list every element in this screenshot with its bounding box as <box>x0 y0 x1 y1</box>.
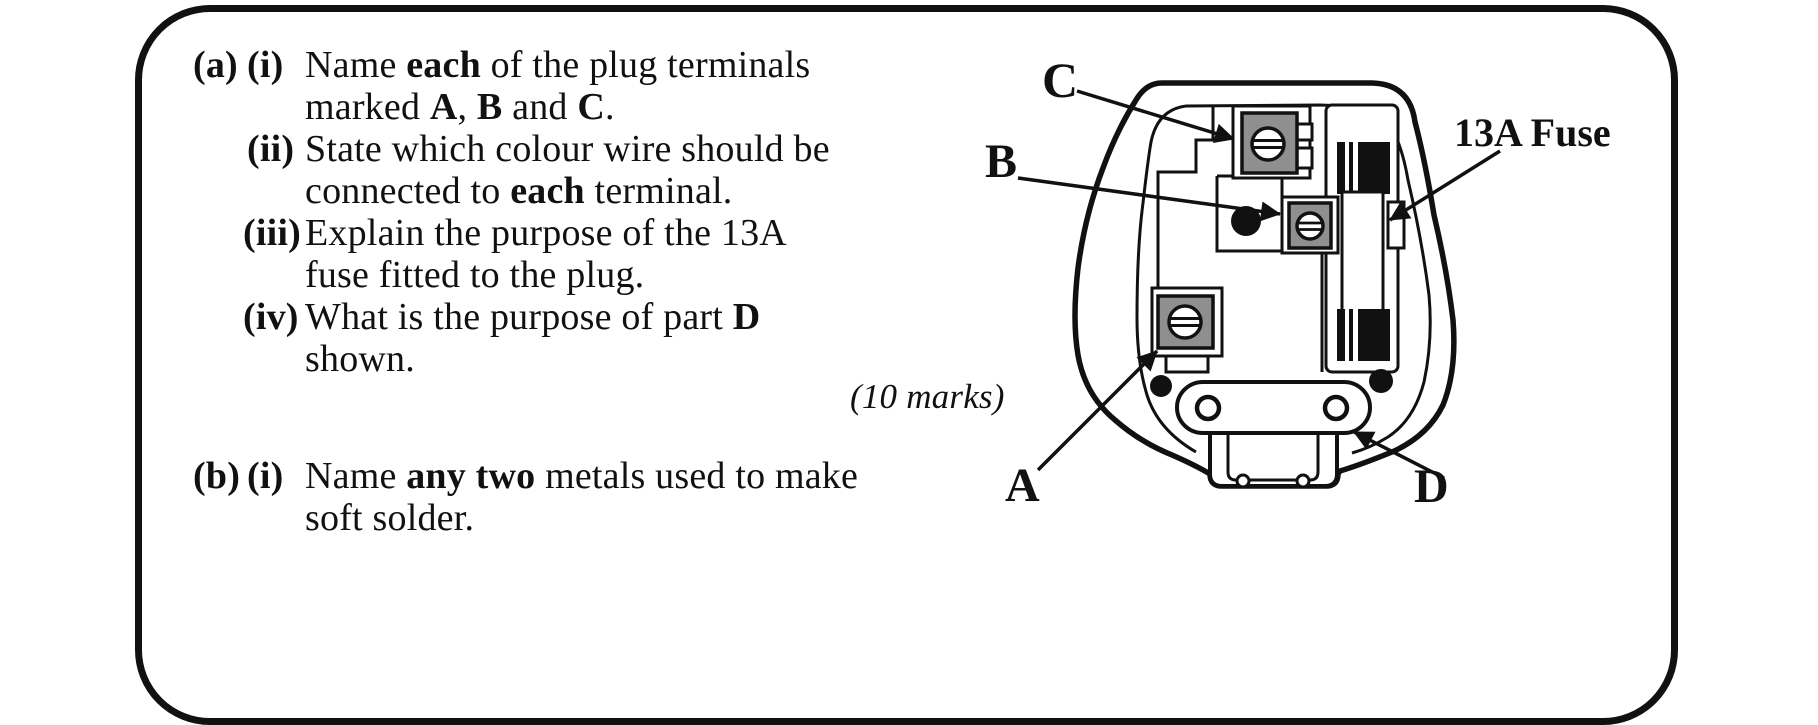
plug-diagram: C B A D 13A Fuse <box>985 52 1611 510</box>
arrow-part-d <box>1353 430 1445 480</box>
terminal-a-screw <box>1167 304 1203 340</box>
terminal-c-screw-slot <box>1252 139 1284 149</box>
label-part-d: D <box>1414 460 1449 510</box>
arrow-terminal-c <box>1076 89 1235 144</box>
fuse-cap-top <box>1337 142 1390 194</box>
question-a-i-num: (i) <box>247 44 284 86</box>
terminal-b-screw <box>1295 211 1325 241</box>
arrow-terminal-b <box>1017 176 1281 222</box>
question-a-iii-num: (iii) <box>243 212 301 254</box>
question-a-iv-line1: What is the purpose of part D <box>305 296 761 338</box>
case-screw-center <box>1231 206 1261 236</box>
exam-page: { "page": { "background": "#ffffff", "in… <box>135 5 1678 725</box>
label-terminal-b: B <box>985 135 1017 188</box>
question-a-ii-line2: connected to each terminal. <box>305 170 733 212</box>
question-a-iv-num: (iv) <box>243 296 299 338</box>
arrow-terminal-a <box>1036 349 1159 472</box>
question-b-i-line2: soft solder. <box>305 497 475 539</box>
case-screw-bottom-left <box>1150 375 1172 397</box>
terminal-c-tab-top <box>1295 122 1314 142</box>
terminal-a-subrect <box>1164 354 1210 374</box>
fuse-body <box>1340 190 1385 313</box>
cable-channel-bump-left <box>1235 473 1251 489</box>
fuse-holder-notch <box>1386 200 1406 250</box>
question-a-i-line2: marked A, B and C. <box>305 86 615 128</box>
cord-grip-hole-left <box>1194 394 1222 422</box>
fuse-cap-top-stripe1 <box>1345 142 1349 194</box>
fuse-cap-bottom-stripe2 <box>1353 309 1358 361</box>
cord-grip <box>1175 380 1372 435</box>
label-fuse: 13A Fuse <box>1454 110 1611 155</box>
case-screw-bottom-right <box>1369 369 1393 393</box>
cord-grip-hole-right <box>1322 394 1350 422</box>
label-terminal-a: A <box>1005 459 1040 510</box>
question-a-iii-line1: Explain the purpose of the 13A <box>305 212 787 254</box>
question-b-i-num: (i) <box>247 455 284 497</box>
terminal-b-screw-slot <box>1298 221 1322 231</box>
question-a-iii-line2: fuse fitted to the plug. <box>305 254 645 296</box>
terminal-a-screw-slot <box>1169 317 1201 327</box>
cable-channel-bump-right <box>1295 473 1311 489</box>
question-a-iv-line2: shown. <box>305 338 415 380</box>
cable-channel <box>1226 430 1320 482</box>
question-a-ii-num: (ii) <box>247 128 295 170</box>
fuse-cap-bottom <box>1337 309 1390 361</box>
question-b-i-line1: Name any two metals used to make <box>305 455 859 497</box>
terminal-c-screw <box>1250 126 1286 162</box>
fuse-cap-top-stripe2 <box>1353 142 1358 194</box>
fuse-cap-bottom-stripe1 <box>1345 309 1349 361</box>
marks-note: (10 marks) <box>850 377 1005 416</box>
question-a-ii-line1: State which colour wire should be <box>305 128 830 170</box>
question-b-label: (b) <box>193 455 241 497</box>
question-a-label: (a) <box>193 44 238 86</box>
terminal-c-tab-bottom <box>1295 146 1314 170</box>
question-a-i-line1: Name each of the plug terminals <box>305 44 811 86</box>
arrow-fuse <box>1389 149 1501 222</box>
label-terminal-c: C <box>1042 52 1078 108</box>
